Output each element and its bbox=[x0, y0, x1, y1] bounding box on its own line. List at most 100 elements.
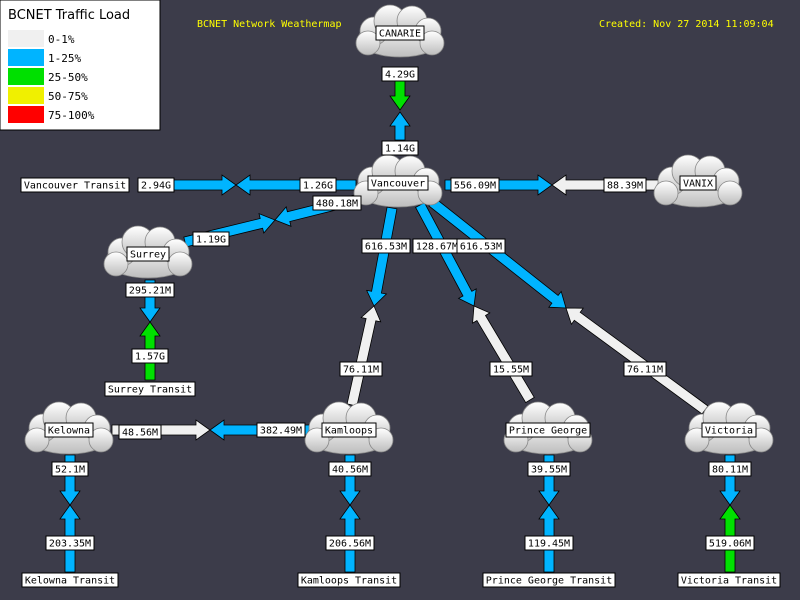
label-van-pg: 128.67M bbox=[412, 238, 462, 254]
label-van-vantransit-box bbox=[299, 177, 337, 193]
node-vanix-label-box bbox=[679, 175, 717, 191]
label-kamloops-transit-up-text: 206.56M bbox=[329, 539, 371, 550]
label-pg-transit-up: 119.45M bbox=[524, 535, 574, 551]
label-van-kamloops-box bbox=[361, 238, 411, 254]
label-van-vanix-text: 556.09M bbox=[454, 181, 496, 192]
label-canarie-van-up: 1.14G bbox=[381, 140, 419, 156]
label-kelowna-transit-up-text: 203.35M bbox=[49, 539, 91, 550]
node-prince-george-label-box bbox=[505, 422, 591, 438]
node-kelowna-label: Kelowna bbox=[44, 422, 94, 438]
arrow-vancouver-to-vantransit bbox=[235, 174, 357, 196]
node-surrey-label-text: Surrey bbox=[130, 250, 166, 261]
legend-label-25-50: 25-50% bbox=[48, 71, 88, 84]
node-prince-george-label-text: Prince George bbox=[509, 426, 587, 437]
label-canarie-van-up-text: 1.14G bbox=[385, 144, 415, 155]
label-kelowna-transit-up-box bbox=[45, 535, 95, 551]
label-pg-transit-down-text: 39.55M bbox=[531, 465, 567, 476]
label-kamloops-kelowna-box bbox=[256, 422, 306, 438]
node-kamloops-transit-box bbox=[297, 572, 401, 588]
label-kamloops-transit-down-box bbox=[328, 461, 372, 477]
node-vanix-label: VANIX bbox=[679, 175, 717, 191]
label-victoria-van-text: 76.11M bbox=[627, 365, 663, 376]
node-vancouver[interactable]: Vancouver bbox=[353, 154, 443, 208]
arrow-vancouver-to-kamloops bbox=[366, 206, 398, 307]
label-surrey-transit-down: 295.21M bbox=[125, 282, 175, 298]
label-vantransit-in-box bbox=[137, 177, 175, 193]
label-kamloops-van-box bbox=[339, 361, 383, 377]
legend-swatch-0-1 bbox=[8, 30, 44, 47]
label-surrey-van-text: 1.19G bbox=[196, 235, 226, 246]
label-kamloops-kelowna: 382.49M bbox=[256, 422, 306, 438]
label-kelowna-transit-up: 203.35M bbox=[45, 535, 95, 551]
label-surrey-transit-up-text: 1.57G bbox=[135, 352, 165, 363]
label-van-vanix: 556.09M bbox=[450, 177, 500, 193]
label-vanix-van: 88.39M bbox=[603, 177, 647, 193]
legend: BCNET Traffic Load 0-1% 1-25% 25-50% 50-… bbox=[0, 0, 161, 131]
label-van-victoria: 616.53M bbox=[456, 238, 506, 254]
node-vancouver-transit-text: Vancouver Transit bbox=[24, 181, 126, 192]
node-surrey[interactable]: Surrey bbox=[103, 225, 193, 279]
label-kamloops-transit-up-box bbox=[325, 535, 375, 551]
node-victoria-transit-text: Victoria Transit bbox=[681, 576, 777, 587]
node-kelowna-transit-text: Kelowna Transit bbox=[25, 576, 115, 587]
node-canarie-label-text: CANARIE bbox=[379, 29, 421, 40]
node-vancouver-transit-box bbox=[20, 177, 130, 193]
label-surrey-transit-up: 1.57G bbox=[131, 348, 169, 364]
node-vancouver-label: Vancouver bbox=[367, 175, 429, 191]
label-vanix-van-text: 88.39M bbox=[607, 181, 643, 192]
label-canarie-van-down-text: 4.29G bbox=[385, 70, 415, 81]
label-kelowna-kamloops-box bbox=[118, 424, 162, 440]
label-surrey-van: 1.19G bbox=[192, 231, 230, 247]
label-victoria-transit-up-text: 519.06M bbox=[709, 539, 751, 550]
label-victoria-van: 76.11M bbox=[623, 361, 667, 377]
node-canarie[interactable]: CANARIE bbox=[355, 4, 445, 58]
node-vanix[interactable]: VANIX bbox=[653, 154, 743, 208]
node-victoria-transit: Victoria Transit bbox=[677, 572, 781, 588]
arrow-kamloops-to-vancouver bbox=[346, 305, 382, 407]
label-kamloops-transit-up: 206.56M bbox=[325, 535, 375, 551]
node-kamloops-transit: Kamloops Transit bbox=[297, 572, 401, 588]
node-surrey-label: Surrey bbox=[126, 246, 170, 262]
label-pg-van-box bbox=[489, 361, 533, 377]
label-vantransit-in: 2.94G bbox=[137, 177, 175, 193]
node-canarie-label: CANARIE bbox=[375, 25, 425, 41]
label-van-kamloops: 616.53M bbox=[361, 238, 411, 254]
node-vancouver-label-box bbox=[367, 175, 429, 191]
label-victoria-van-box bbox=[623, 361, 667, 377]
legend-label-75-100: 75-100% bbox=[48, 109, 95, 122]
node-prince-george[interactable]: Prince George bbox=[503, 401, 593, 455]
label-surrey-transit-down-text: 295.21M bbox=[129, 286, 171, 297]
label-surrey-transit-down-box bbox=[125, 282, 175, 298]
legend-swatch-75-100 bbox=[8, 106, 44, 123]
label-victoria-transit-up-box bbox=[705, 535, 755, 551]
label-van-victoria-text: 616.53M bbox=[460, 242, 502, 253]
label-pg-van-text: 15.55M bbox=[493, 365, 529, 376]
label-van-vantransit: 1.26G bbox=[299, 177, 337, 193]
node-surrey-label-box bbox=[126, 246, 170, 262]
node-kamloops-label-text: Kamloops bbox=[325, 426, 373, 437]
node-kamloops[interactable]: Kamloops bbox=[304, 401, 394, 455]
legend-title: BCNET Traffic Load bbox=[8, 8, 130, 23]
node-victoria-transit-box bbox=[677, 572, 781, 588]
node-kelowna-label-box bbox=[44, 422, 94, 438]
node-kelowna-label-text: Kelowna bbox=[48, 426, 90, 437]
label-van-surrey-text: 480.18M bbox=[316, 199, 358, 210]
node-vancouver-transit: Vancouver Transit bbox=[20, 177, 130, 193]
node-kelowna[interactable]: Kelowna bbox=[24, 401, 114, 455]
label-kelowna-transit-down-box bbox=[51, 461, 89, 477]
node-prince-george-label: Prince George bbox=[505, 422, 591, 438]
node-victoria[interactable]: Victoria bbox=[684, 401, 774, 455]
label-kamloops-transit-down: 40.56M bbox=[328, 461, 372, 477]
label-van-surrey-box bbox=[312, 195, 362, 211]
node-vancouver-label-text: Vancouver bbox=[371, 179, 425, 190]
label-kelowna-transit-down: 52.1M bbox=[51, 461, 89, 477]
label-vanix-van-box bbox=[603, 177, 647, 193]
created-timestamp: Created: Nov 27 2014 11:09:04 bbox=[599, 19, 774, 30]
node-vanix-label-text: VANIX bbox=[683, 179, 713, 190]
label-van-vanix-box bbox=[450, 177, 500, 193]
node-prince-george-transit: Prince George Transit bbox=[482, 572, 616, 588]
node-kelowna-transit-box bbox=[21, 572, 119, 588]
legend-swatch-1-25 bbox=[8, 49, 44, 66]
